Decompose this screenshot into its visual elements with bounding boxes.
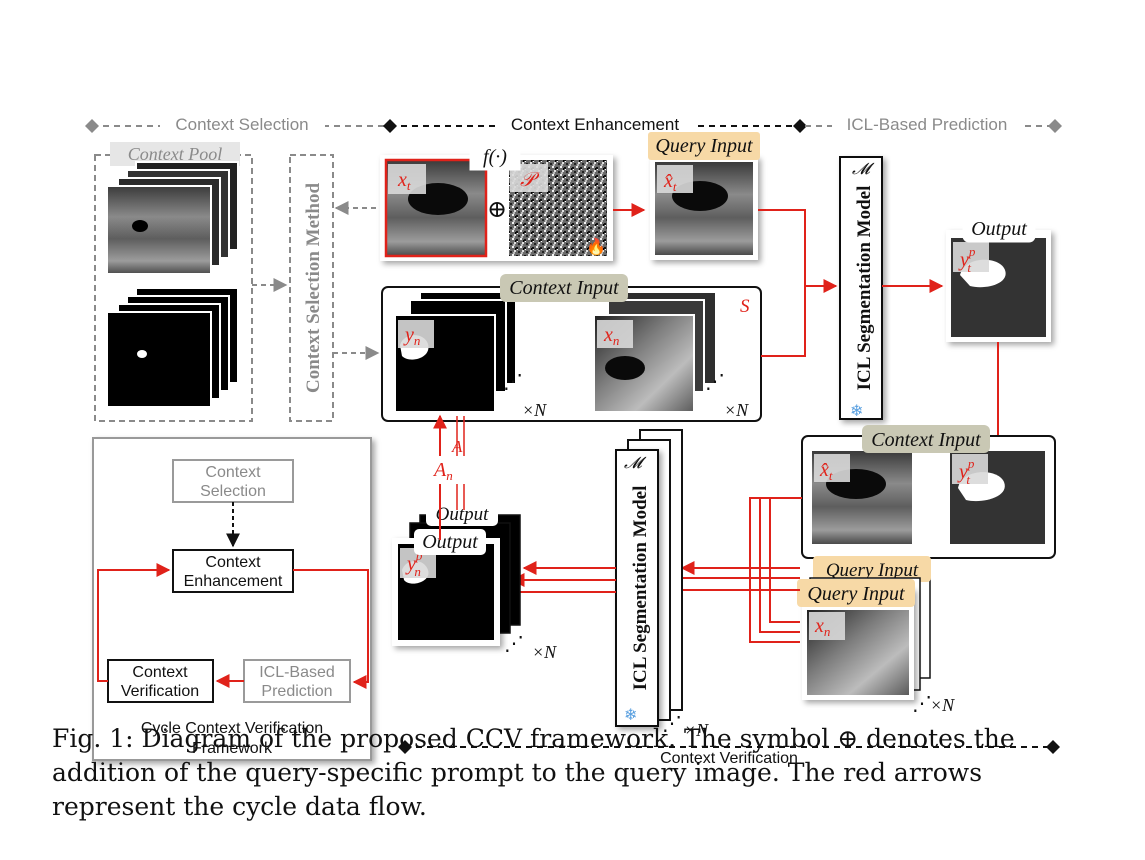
model-symbol-bottom: 𝓜	[624, 455, 647, 472]
pool-mask-stack	[106, 287, 239, 408]
verification-bar: Context Verification	[398, 740, 1060, 767]
an-arrows: An A	[432, 414, 468, 540]
phase-context-verification: Context Verification	[660, 750, 798, 767]
output-label-bottom: Output	[422, 531, 478, 553]
ellipsis-brace-5: ⋰	[662, 713, 682, 735]
context-selection-method-label: Context Selection Method	[303, 183, 324, 393]
query-to-model-line	[758, 209, 836, 287]
icl-model-top: 𝓜 ICL Segmentation Model ❄	[839, 156, 883, 420]
times-n-label-3: ×N	[532, 642, 557, 662]
an-back-label: A	[451, 437, 463, 456]
f-function-label: f(·)	[483, 146, 507, 168]
cycle-enhancement-line2: Enhancement	[184, 573, 283, 590]
cycle-prediction-line2: Prediction	[261, 683, 332, 700]
yn-label-top: yn	[403, 324, 420, 348]
query-input-back-label: Query Input	[826, 560, 919, 581]
context-pool-label: Context Pool	[128, 144, 222, 164]
ellipsis-brace-3: ⋰	[504, 633, 524, 655]
fire-icon: 🔥	[586, 237, 606, 256]
cycle-selection-line1: Context	[205, 464, 261, 481]
set-s-label: S	[740, 296, 750, 317]
xt-label: xt	[397, 169, 411, 193]
cycle-framework-box: Context Selection Context Enhancement Co…	[92, 437, 372, 761]
snowflake-icon: ❄	[850, 403, 863, 420]
pool-ultrasound-stack	[106, 161, 239, 275]
bottom-red-connectors	[656, 497, 802, 643]
context-input-label-bottom: Context Input	[871, 429, 981, 451]
times-n-label-1: ×N	[522, 400, 547, 420]
phase-context-enhancement: Context Enhancement	[511, 115, 679, 134]
icl-model-label-bottom: ICL Segmentation Model	[630, 486, 651, 691]
snowflake-icon-bottom: ❄	[624, 707, 637, 724]
times-n-label-4: ×N	[930, 695, 955, 715]
enhancement-box: xt ⊕ 𝒫 🔥 f(·)	[380, 141, 613, 261]
cycle-verification-line1: Context	[132, 664, 188, 681]
cycle-enhancement-line1: Context	[205, 554, 261, 571]
xn-label-top: xn	[603, 324, 619, 348]
query-input-label: Query Input	[655, 135, 753, 157]
cycle-title-line2: Framework	[192, 740, 273, 757]
output-label-top: Output	[971, 218, 1027, 240]
phase-context-selection: Context Selection	[175, 115, 308, 134]
an-label: An	[432, 459, 453, 483]
times-n-label-2: ×N	[724, 400, 749, 420]
context-pool: Context Pool	[94, 142, 253, 422]
ellipsis-brace-2: ⋰	[705, 371, 725, 393]
query-input-bottom-stack: Query Input xn Query Input ⋰ ×N	[797, 556, 955, 715]
ellipsis-brace-1: ⋰	[503, 371, 523, 393]
figure-caption: Fig. 1: Diagram of the proposed CCV fram…	[52, 724, 1015, 821]
context-to-model-arrow	[761, 279, 838, 357]
context-selection-method: Context Selection Method	[289, 154, 334, 422]
output-back-label: Output	[436, 504, 490, 525]
cycle-selection-line2: Selection	[200, 483, 266, 500]
icl-model-bottom-stack: 𝓜 ICL Segmentation Model ❄ ⋰ ×N	[615, 429, 709, 740]
xhat-t-label-bottom: x̂t	[819, 459, 833, 483]
phase-icl-prediction: ICL-Based Prediction	[847, 115, 1008, 134]
model-symbol-top: 𝓜	[852, 161, 875, 178]
context-input-top: yn ⋰ ×N xn ⋰ ×N S Context Input	[381, 274, 762, 422]
times-n-label-5: ×N	[684, 720, 709, 740]
oplus-symbol: ⊕	[487, 197, 507, 223]
context-input-label-top: Context Input	[509, 277, 619, 299]
query-input-top: x̂t Query Input	[648, 132, 760, 260]
cycle-title-line1: Cycle Context Verification	[141, 720, 323, 737]
phase-bar: Context Selection Context Enhancement IC…	[85, 112, 1062, 136]
query-input-label-bottom: Query Input	[807, 583, 905, 605]
ellipsis-brace-4: ⋰	[912, 693, 932, 715]
xhat-t-label-top: x̂t	[663, 170, 677, 194]
icl-model-label-top: ICL Segmentation Model	[854, 186, 875, 391]
cycle-prediction-line1: ICL-Based	[259, 664, 335, 681]
cycle-verification-line2: Verification	[121, 683, 199, 700]
xn-label-bottom: xn	[814, 615, 830, 639]
